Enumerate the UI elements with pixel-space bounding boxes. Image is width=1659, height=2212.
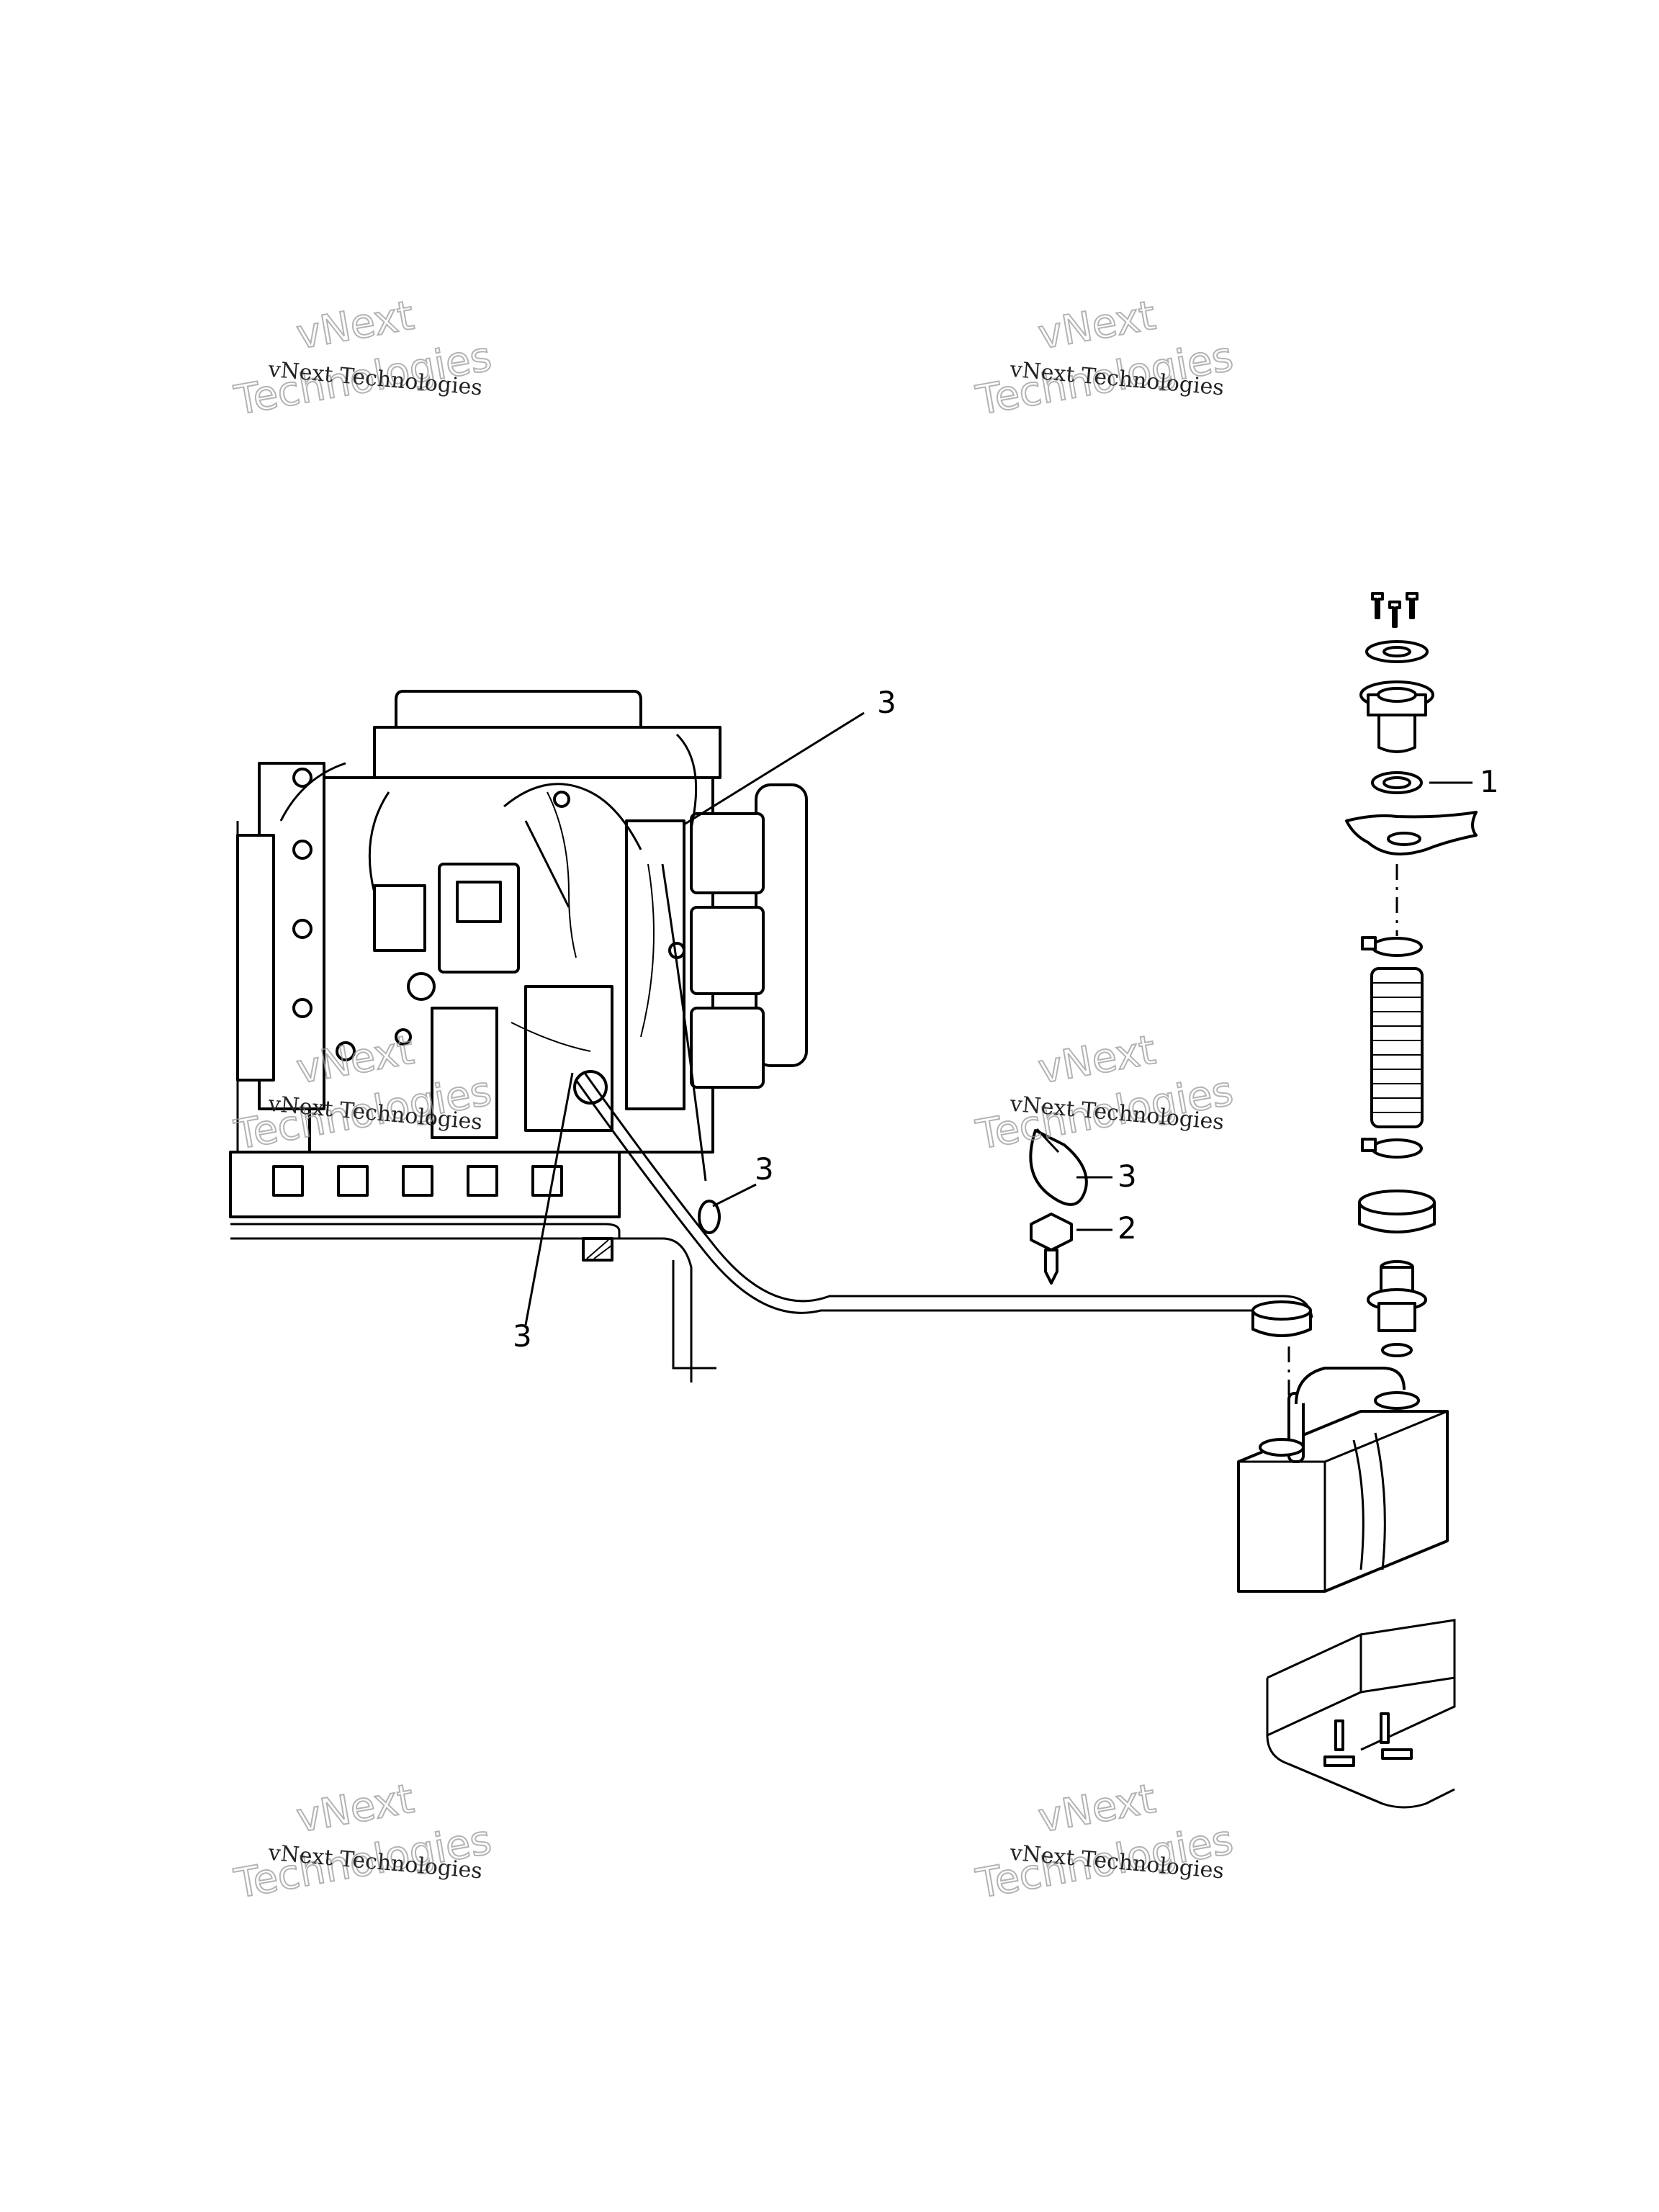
watermark-bottom-right: vNext Technologies vNext Technologies bbox=[972, 1775, 1238, 1909]
legend-screw-clip bbox=[1030, 1213, 1073, 1285]
watermark-mid-right: vNext Technologies vNext Technologies bbox=[972, 1026, 1238, 1160]
callout-3-mid: 3 bbox=[755, 1151, 774, 1187]
engine-assembly bbox=[229, 690, 808, 1382]
tank-bracket bbox=[1266, 1619, 1456, 1809]
fill-assembly-exploded bbox=[1237, 592, 1478, 1809]
legend-cable-tie bbox=[1029, 1128, 1088, 1206]
screw-icon bbox=[1371, 592, 1419, 628]
corrugated-hose bbox=[1370, 967, 1424, 1128]
callout-1: 1 bbox=[1480, 764, 1499, 799]
callout-2-legend: 2 bbox=[1118, 1210, 1137, 1246]
callout-3-top: 3 bbox=[877, 685, 896, 720]
oil-tank bbox=[1237, 1367, 1449, 1593]
callout-3-legend: 3 bbox=[1118, 1159, 1137, 1194]
watermark-top-left: vNext Technologies vNext Technologies bbox=[230, 292, 496, 426]
callouts: 3 1 3 3 2 3 bbox=[513, 685, 1499, 1354]
watermark-top-right: vNext Technologies vNext Technologies bbox=[972, 292, 1238, 426]
watermark-bottom-left: vNext Technologies vNext Technologies bbox=[230, 1775, 496, 1909]
callout-3-bottom: 3 bbox=[513, 1318, 532, 1354]
leader-lines bbox=[524, 711, 1473, 1326]
